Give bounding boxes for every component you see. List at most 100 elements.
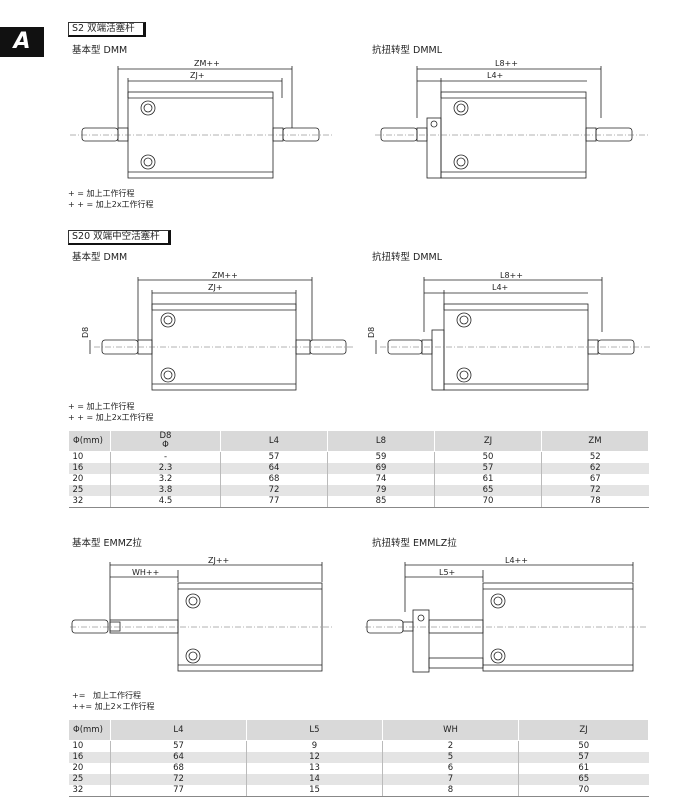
table-cell: 50	[434, 451, 542, 463]
table-cell: 32	[68, 785, 111, 797]
label-antitwist-emmlz: 抗扭转型 EMMLZ拉	[372, 538, 457, 549]
table1-header: ZM	[541, 430, 649, 452]
table-cell: 68	[220, 474, 328, 485]
label-basic-emmz: 基本型 EMMZ拉	[72, 538, 142, 549]
table-cell: 8	[382, 785, 519, 797]
dim-l4: L4+	[487, 71, 503, 80]
table-cell: 78	[541, 496, 649, 508]
notes-emmz: += 加上工作行程 ++= 加上2×工作行程	[72, 691, 155, 711]
table2-header: L4	[110, 719, 247, 741]
table-cell: 3.8	[110, 485, 221, 496]
table-cell: 59	[327, 451, 435, 463]
notes-s2: + = 加上工作行程 + + = 加上2x工作行程	[68, 189, 154, 209]
table-cell: 85	[327, 496, 435, 508]
table-cell: 79	[327, 485, 435, 496]
table-cell: 57	[110, 740, 247, 752]
table-cell: 32	[68, 496, 111, 508]
table-cell: 20	[72, 474, 84, 484]
table-cell: 61	[518, 763, 649, 774]
table-cell: 50	[518, 740, 649, 752]
table-cell: 4.5	[110, 496, 221, 508]
dim-l4-2: L4+	[492, 283, 508, 292]
dim-zm: ZM++	[194, 59, 220, 68]
drawing-s20-dmm: ZM++ ZJ+ D8	[81, 271, 354, 391]
table1-header: ZJ	[434, 430, 542, 452]
table-cell: 57	[220, 451, 328, 463]
dim-l4-3: L4++	[505, 556, 528, 565]
table-cell: 16	[68, 463, 111, 474]
table-cell: 77	[220, 496, 328, 508]
table1-header: L4	[220, 430, 328, 452]
dim-zj-2: ZJ+	[208, 283, 223, 292]
table-cell: 72	[541, 485, 649, 496]
table1-header: L8	[327, 430, 435, 452]
table-cell: 2.3	[110, 463, 221, 474]
dim-zj-3: ZJ++	[208, 556, 229, 565]
table-cell: 10	[72, 452, 84, 462]
table-cell: 72	[110, 774, 247, 785]
table-cell: 61	[434, 474, 542, 485]
table-cell: 72	[220, 485, 328, 496]
table-cell: 57	[434, 463, 542, 474]
table-cell: 62	[541, 463, 649, 474]
table-cell: 5	[382, 752, 519, 763]
table-cell: 15	[246, 785, 383, 797]
table-cell: 20	[72, 763, 84, 773]
drawing-s2-dmm: ZM++ ZJ+	[70, 59, 332, 179]
table-cell: 25	[68, 774, 111, 785]
section-title-s2: S2 双端活塞杆	[68, 22, 146, 37]
table-cell: 67	[541, 474, 649, 485]
table-cell: 65	[518, 774, 649, 785]
table-cell: 70	[434, 496, 542, 508]
table-cell: 25	[68, 485, 111, 496]
drawing-s20-dmml: L8++ L4+ D8	[367, 271, 652, 391]
table-cell: 69	[327, 463, 435, 474]
table2-header: ZJ	[518, 719, 649, 741]
label-basic-dmm: 基本型 DMM	[72, 45, 128, 56]
table2-header-row: Φ(mm) L4 L5 WH ZJ	[68, 719, 649, 741]
dim-wh: WH++	[132, 568, 159, 577]
table-cell: 14	[246, 774, 383, 785]
table-cell: 68	[110, 763, 247, 774]
table2-header: Φ(mm)	[68, 719, 111, 741]
table-cell: 64	[220, 463, 328, 474]
dim-l5: L5+	[439, 568, 455, 577]
table-cell: 13	[246, 763, 383, 774]
table2-header: L5	[246, 719, 383, 741]
table-cell: 74	[327, 474, 435, 485]
label-basic-dmm-2: 基本型 DMM	[72, 252, 128, 263]
dim-zm-2: ZM++	[212, 271, 238, 280]
table-cell: 65	[434, 485, 542, 496]
table-cell: 12	[246, 752, 383, 763]
section-tab-a: A	[0, 27, 44, 57]
table-cell: 10	[72, 741, 84, 751]
table-cell: 64	[110, 752, 247, 763]
dim-l8: L8++	[495, 59, 518, 68]
table-cell: 77	[110, 785, 247, 797]
table2-header: WH	[382, 719, 519, 741]
table-cell: 16	[68, 752, 111, 763]
table-cell: 2	[382, 740, 519, 752]
table-cell: 70	[518, 785, 649, 797]
table-cell: 7	[382, 774, 519, 785]
drawing-emmlz: L4++ L5+	[365, 556, 647, 673]
dim-zj: ZJ+	[190, 71, 205, 80]
section-title-s20: S20 双端中空活塞杆	[68, 230, 171, 245]
label-antitwist-dmml-2: 抗扭转型 DMML	[372, 252, 443, 263]
table-cell: 52	[541, 451, 649, 463]
table1-header: Φ(mm)	[68, 430, 111, 452]
